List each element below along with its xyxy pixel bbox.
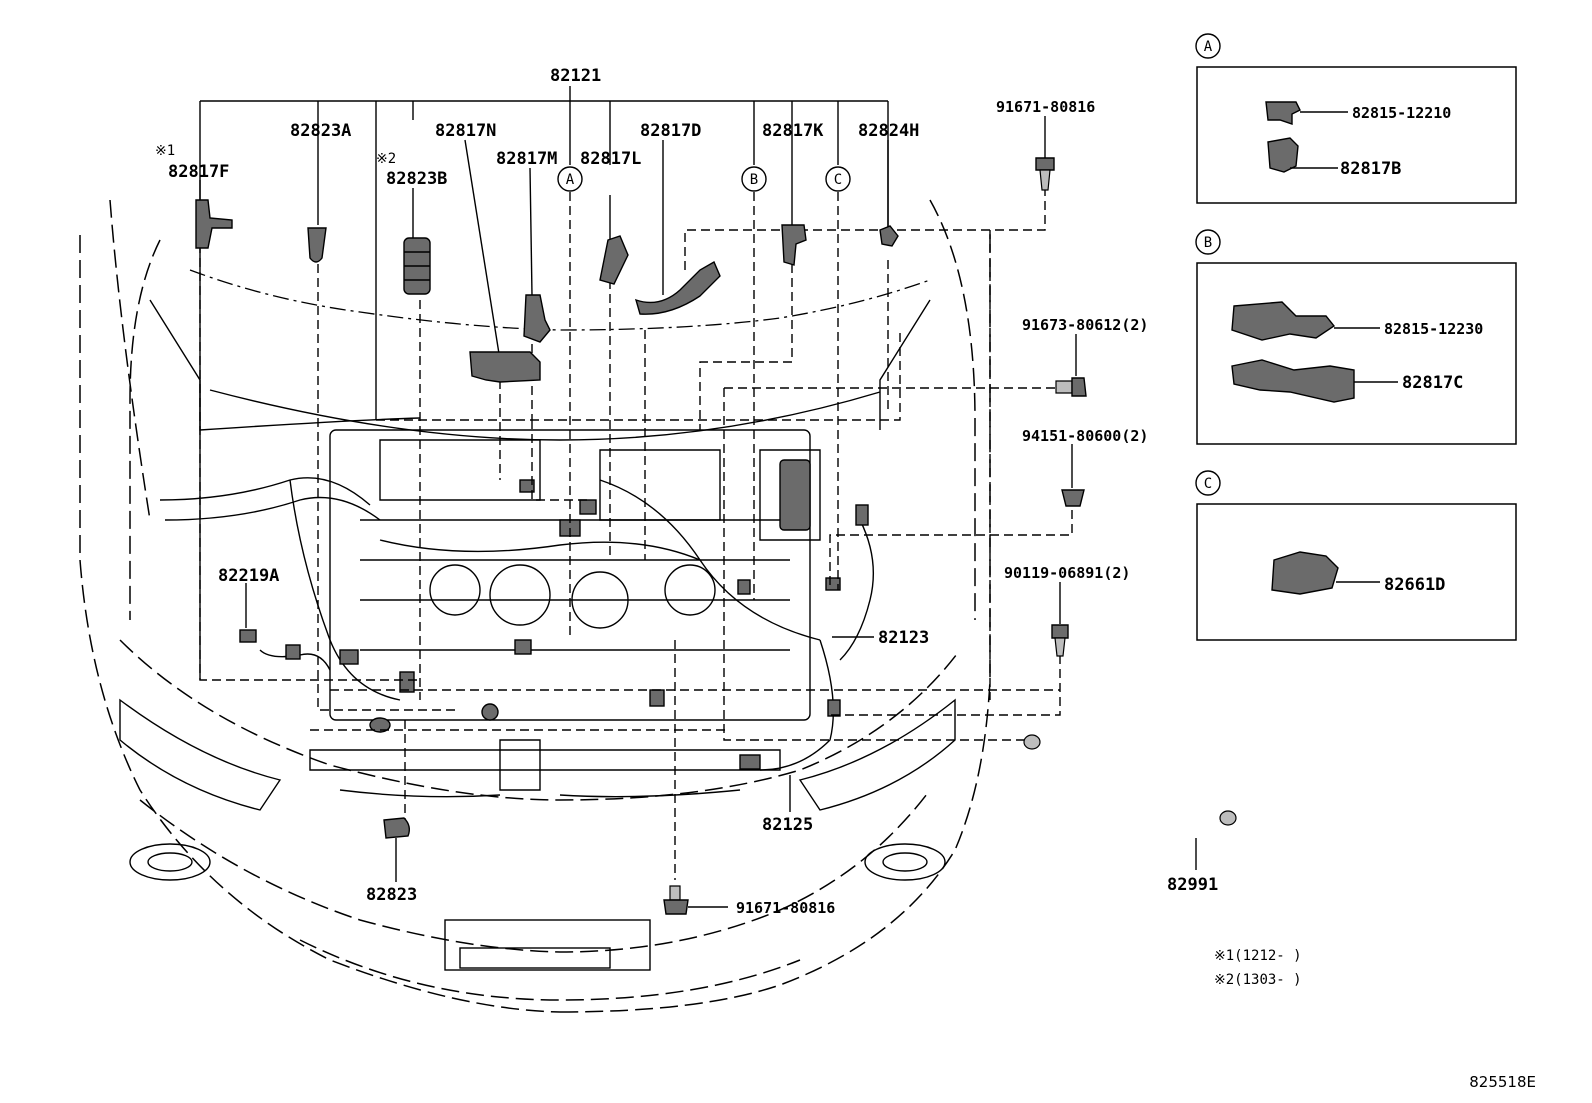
label-fastener-90119-06891: 90119-06891(2) [1004, 564, 1130, 582]
label-82991: 82991 [1167, 875, 1218, 895]
label-fastener-94151-80600: 94151-80600(2) [1022, 427, 1148, 445]
label-82125: 82125 [762, 815, 813, 835]
svg-text:A: A [566, 172, 575, 188]
label-82817L: 82817L [580, 149, 641, 169]
dashed-connections [199, 190, 1073, 880]
label-fastener-91671-80816-top: 91671-80816 [996, 98, 1095, 116]
part-82817L-icon [599, 235, 629, 285]
label-82824H: 82824H [858, 121, 919, 141]
detail-a-part-2: 82817B [1340, 159, 1401, 179]
detail-b-part-2: 82817C [1402, 373, 1463, 393]
label-fastener-91671-80816-bottom: 91671-80816 [736, 899, 835, 917]
detail-panel-b-key: B [1204, 235, 1212, 251]
svg-text:C: C [834, 172, 842, 188]
label-82823A: 82823A [290, 121, 351, 141]
part-82817C-icon [1231, 359, 1355, 403]
part-82817N-icon [469, 351, 541, 383]
part-82817K-icon [781, 224, 807, 266]
label-82817F: 82817F [168, 162, 229, 182]
detail-panel-c-key: C [1204, 476, 1212, 492]
label-fastener-91673-80612: 91673-80612(2) [1022, 316, 1148, 334]
nut-icon-94151-80600 [1061, 444, 1085, 507]
top-part-icons [195, 199, 899, 839]
vehicle-body-outline [79, 199, 991, 1013]
note-mark-2: ※2 [376, 151, 396, 167]
label-82121: 82121 [550, 66, 601, 86]
bolt-icon-91671-80816-bottom [663, 885, 728, 915]
part-82817D-icon [634, 261, 721, 315]
engine-bay [159, 429, 874, 798]
label-82817M: 82817M [496, 149, 557, 169]
fastener-icons [663, 116, 1087, 915]
part-82815-12210-icon [1265, 101, 1301, 125]
circle-ref-b: B [741, 166, 767, 192]
label-82817N: 82817N [435, 121, 496, 141]
label-82823: 82823 [366, 885, 417, 905]
svg-text:B: B [750, 172, 758, 188]
label-82823B: 82823B [386, 169, 447, 189]
part-82823-icon [383, 817, 411, 839]
footnote-2: ※2(1303- ) [1214, 972, 1302, 988]
figure-id: 825518E [1469, 1073, 1536, 1091]
hood-outline [149, 269, 931, 441]
detail-panel-c: C 82661D [1195, 470, 1517, 641]
detail-panel-a-key: A [1204, 39, 1213, 55]
clip-icon-90119-06891 [1051, 582, 1069, 657]
part-82815-12230-icon [1231, 301, 1336, 341]
label-82817K: 82817K [762, 121, 824, 141]
part-82817B-icon [1267, 137, 1299, 173]
detail-c-part-1: 82661D [1384, 575, 1445, 595]
bolt-icon-91671-80816-top [1035, 116, 1055, 191]
note-mark-1: ※1 [155, 143, 175, 159]
part-82824H-icon [879, 225, 899, 247]
top-part-leaders [199, 101, 889, 361]
screw-icon-91673-80612 [1055, 334, 1087, 397]
detail-panel-b: B 82815-12230 82817C [1195, 229, 1517, 445]
detail-b-part-1: 82815-12230 [1384, 320, 1483, 338]
detail-a-part-1: 82815-12210 [1352, 104, 1451, 122]
cable-82991 [1023, 734, 1237, 870]
label-82219A: 82219A [218, 566, 279, 586]
footnote-1: ※1(1212- ) [1214, 948, 1302, 964]
part-82823A-icon [307, 227, 327, 263]
label-82817D: 82817D [640, 121, 701, 141]
side-leaders [245, 583, 874, 882]
part-82817F-icon [195, 199, 233, 249]
detail-panel-a: A 82815-12210 82817B [1195, 33, 1517, 204]
part-82661D-icon [1271, 551, 1339, 595]
label-82123: 82123 [878, 628, 929, 648]
leader-82121 [199, 86, 889, 680]
circle-ref-c: C [825, 166, 851, 192]
part-82817M-icon [523, 294, 551, 343]
circle-ref-a: A [557, 166, 583, 192]
